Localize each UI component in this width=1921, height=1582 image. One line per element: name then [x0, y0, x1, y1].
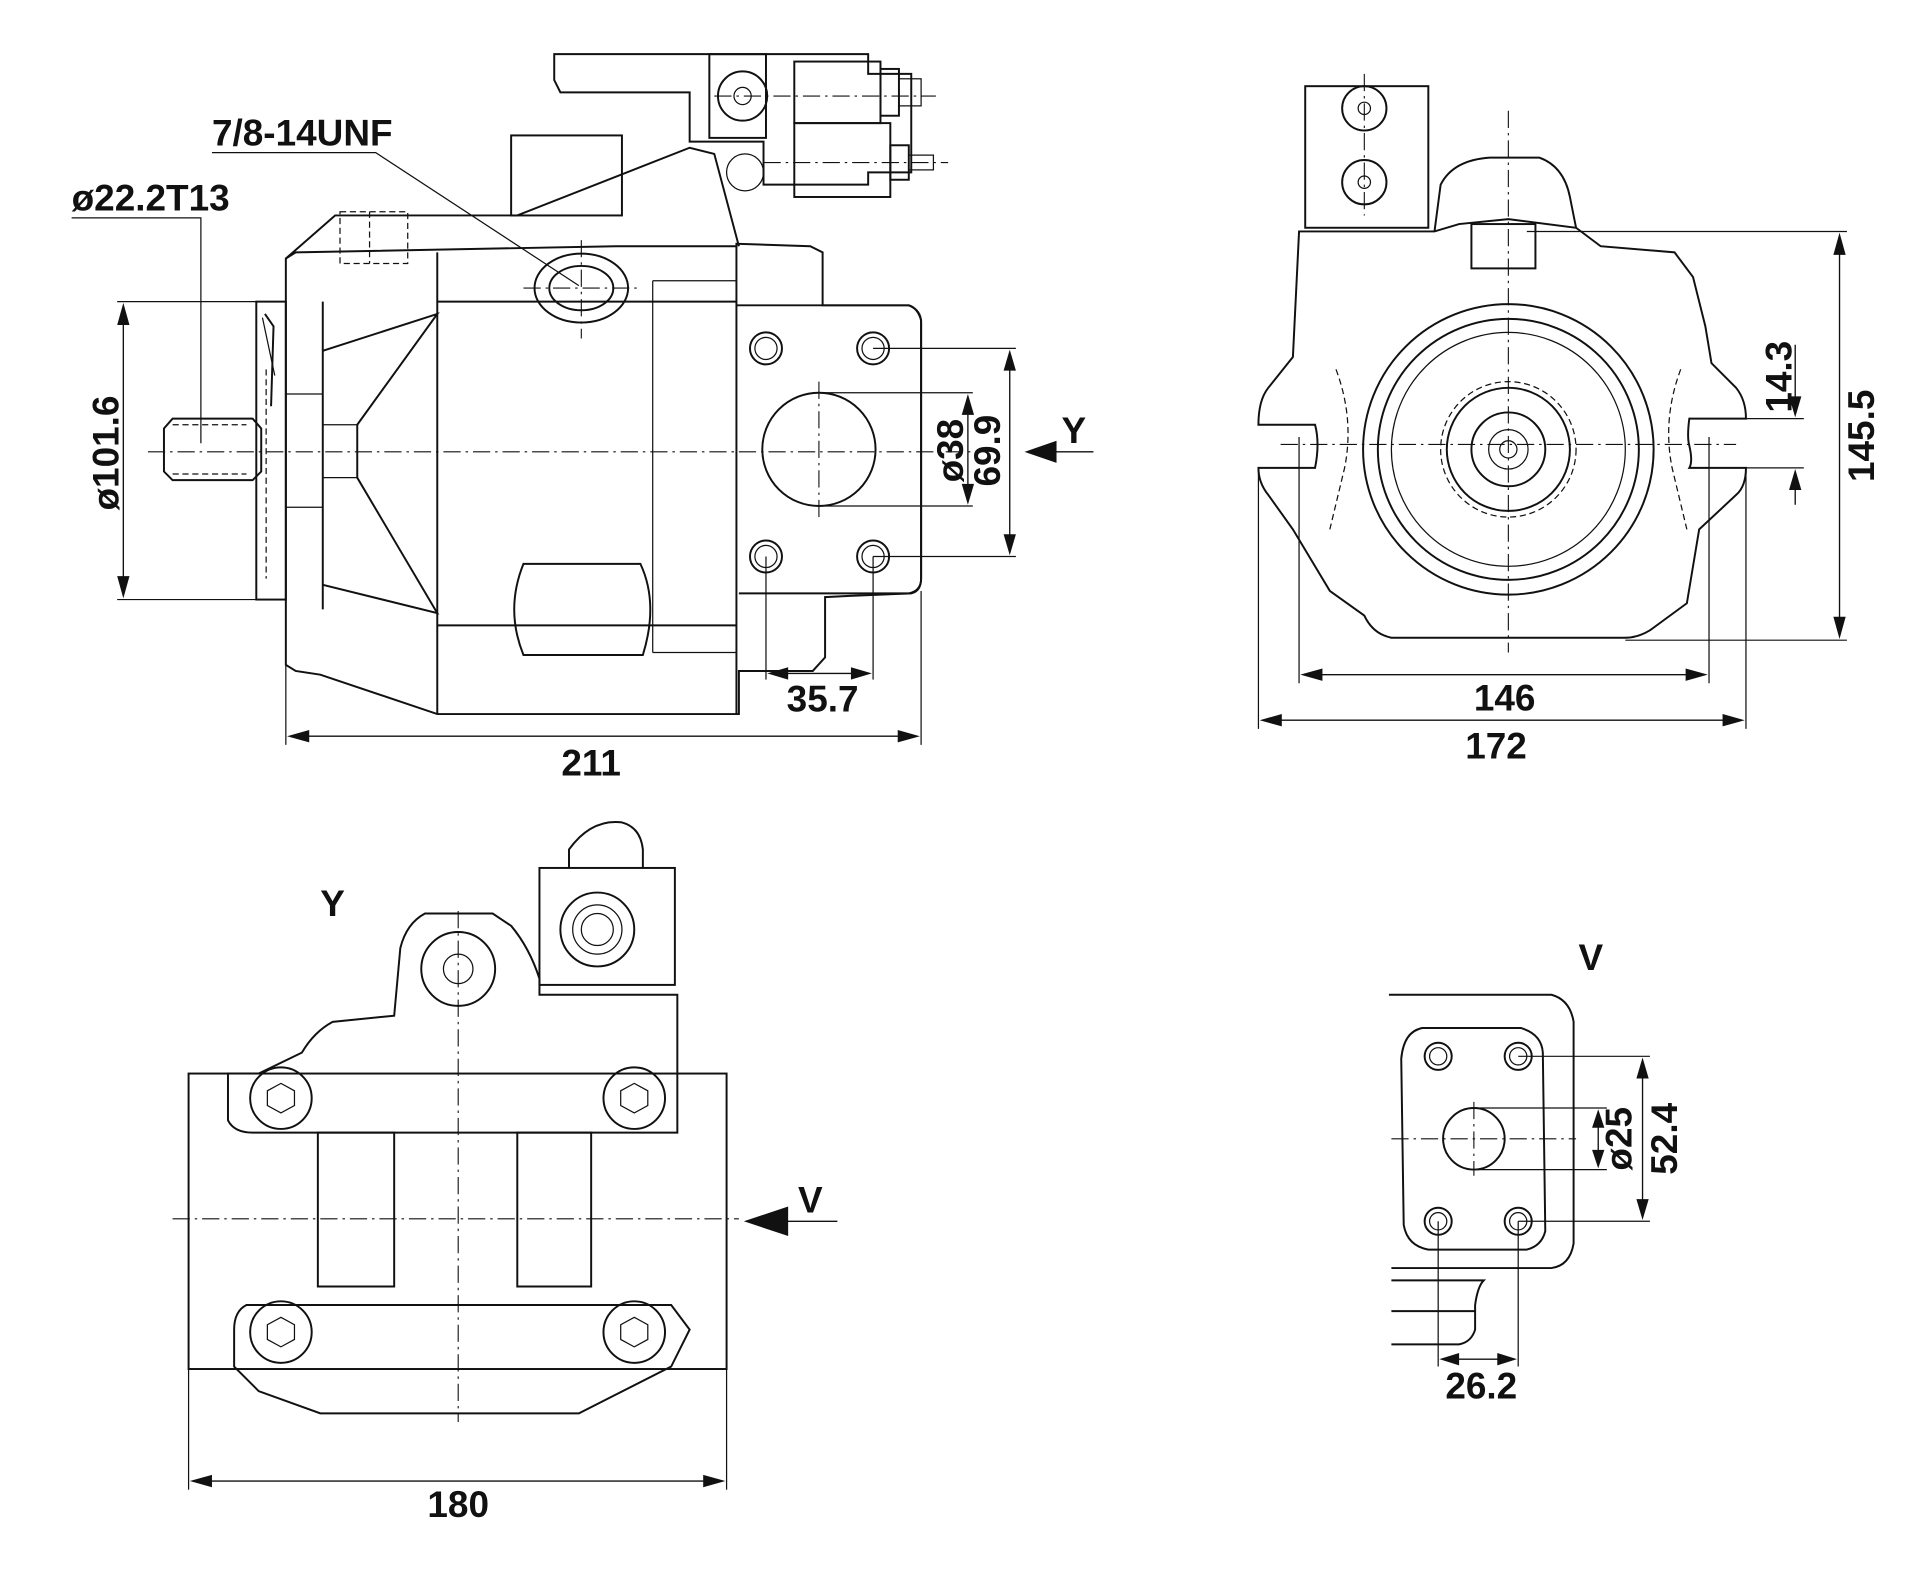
- view-y-title: Y: [320, 883, 345, 924]
- view-v-port-diameter-label: ø25: [1598, 1107, 1639, 1171]
- view-v-bolt-spacing-horizontal-label: 26.2: [1445, 1366, 1517, 1407]
- front-housing-outline: [1257, 218, 1747, 639]
- port-offset-label: 35.7: [787, 679, 859, 720]
- pilot-diameter-label: ø101.6: [85, 396, 126, 511]
- side-view-arrow-label: Y: [1061, 410, 1086, 451]
- view-v-flange: [1400, 1027, 1547, 1251]
- overall-length-label: 211: [561, 743, 621, 784]
- view-v-arrow: [743, 1206, 789, 1237]
- shaft-spline-label: ø22.2T13: [72, 178, 230, 219]
- side-housing-outline: [284, 242, 923, 716]
- overall-width-label: 172: [1465, 725, 1527, 766]
- front-bolt-spacing-label: 146: [1474, 677, 1536, 718]
- view-y: Y V 180: [172, 821, 838, 1525]
- view-y-body: [187, 1072, 728, 1370]
- view-v: V ø25 52.4 26.2: [1388, 937, 1685, 1407]
- view-v-bolt-spacing-vertical-label: 52.4: [1644, 1102, 1685, 1174]
- thread-port-label: 7/8-14UNF: [212, 112, 393, 153]
- side-controller: [510, 53, 949, 217]
- view-y-arrow: [1024, 440, 1057, 463]
- view-y-width-label: 180: [427, 1484, 489, 1525]
- view-y-arrow-label: V: [798, 1180, 823, 1221]
- slot-offset-label: 14.3: [1759, 341, 1800, 413]
- overall-height-label: 145.5: [1841, 390, 1882, 482]
- port-diameter-label: ø38: [930, 419, 971, 483]
- front-view: 14.3 145.5 146 172: [1257, 73, 1882, 766]
- view-v-title: V: [1579, 937, 1604, 978]
- port-bolt-spacing-label: 69.9: [967, 415, 1008, 487]
- side-view: ø101.6 ø22.2T13 7/8-14UNF ø38 69.9 Y 35.…: [72, 53, 1094, 784]
